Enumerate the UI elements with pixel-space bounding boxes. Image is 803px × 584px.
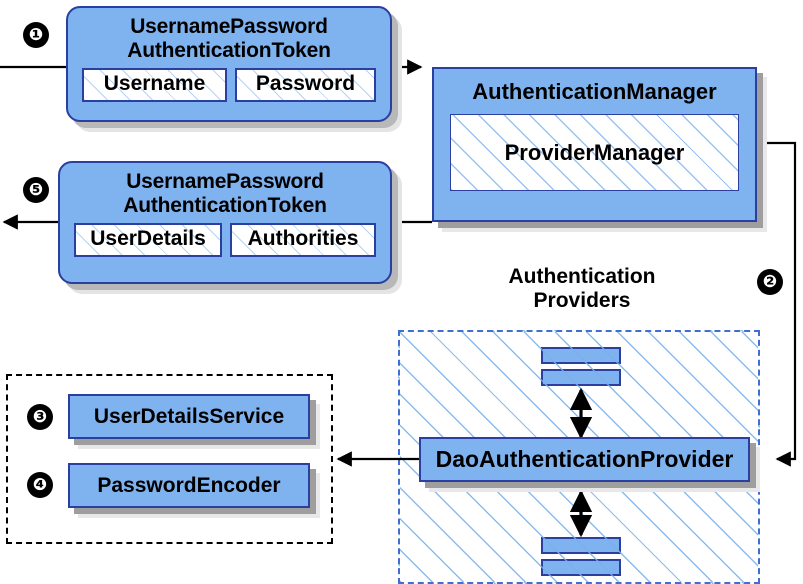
user-details-service-label: UserDetailsService [93,404,285,428]
authentication-providers-label: Authentication Providers [472,265,692,312]
authentication-manager-box[interactable]: AuthenticationManager ProviderManager [432,67,757,222]
request-token-slots: Username Password [68,68,390,103]
response-token-title-line1: UsernamePassword [126,170,324,193]
provider-manager-label: ProviderManager [504,139,685,165]
response-token-slots: UserDetails Authorities [60,223,390,258]
response-token-title-line2: AuthenticationToken [123,193,327,217]
request-authentication-token-box[interactable]: UsernamePassword AuthenticationToken Use… [66,6,392,122]
request-token-title-line1: UsernamePassword [130,15,328,38]
request-token-slot-username: Username [82,68,227,103]
response-token-title: UsernamePassword AuthenticationToken [60,163,390,217]
request-token-title-line2: AuthenticationToken [127,38,331,62]
user-details-service-box[interactable]: UserDetailsService [68,394,310,439]
request-token-title: UsernamePassword AuthenticationToken [68,8,390,62]
response-token-slot-authorities: Authorities [230,223,376,258]
dao-authentication-provider-label: DaoAuthenticationProvider [435,446,734,472]
provider-manager-box[interactable]: ProviderManager [450,114,739,191]
response-authentication-token-box[interactable]: UsernamePassword AuthenticationToken Use… [58,161,392,284]
step-badge-2: ❷ [757,269,783,295]
authentication-providers-label-line2: Providers [533,288,631,312]
password-encoder-label: PasswordEncoder [97,473,281,497]
password-encoder-box[interactable]: PasswordEncoder [68,463,310,508]
request-token-slot-password: Password [235,68,376,103]
dao-authentication-provider-box[interactable]: DaoAuthenticationProvider [419,437,750,482]
authentication-providers-label-line1: Authentication [508,265,656,288]
response-token-slot-userdetails: UserDetails [74,223,222,258]
step-badge-4: ❹ [27,472,53,498]
step-badge-1: ❶ [23,22,49,48]
authentication-manager-title: AuthenticationManager [472,79,717,104]
step-badge-5: ❺ [23,177,49,203]
wire-manager-to-provider [757,141,797,467]
step-badge-3: ❸ [27,404,53,430]
